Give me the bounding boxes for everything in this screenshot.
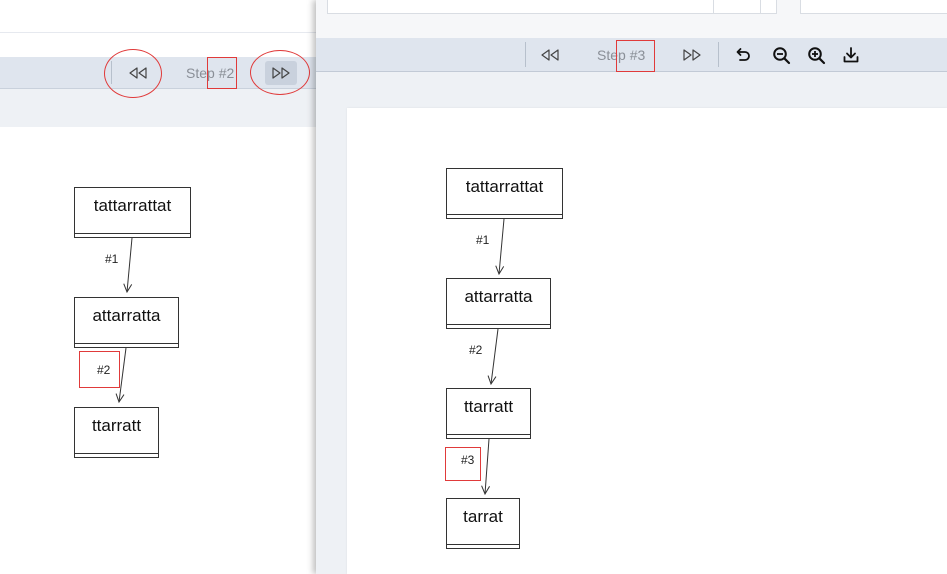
edge-label: #2 (469, 343, 483, 357)
edge-label: #2 (97, 363, 111, 377)
node-label: tarrat (463, 507, 503, 526)
node-divider (447, 434, 530, 435)
graph-node[interactable]: ttarratt (74, 407, 159, 458)
edge-label: #1 (476, 233, 490, 247)
node-divider (447, 214, 562, 215)
node-label: ttarratt (91, 416, 142, 435)
right-toolbar: Step #3 (316, 38, 947, 72)
right-step-forward-button[interactable] (678, 43, 706, 67)
node-label: tattarrattat (93, 196, 172, 215)
top-panel-box (800, 0, 947, 14)
step-forward-icon (682, 49, 702, 61)
zoom-out-icon (772, 46, 791, 65)
node-divider (447, 324, 550, 325)
graph-node[interactable]: tattarrattat (74, 187, 191, 238)
node-label: attarratta (92, 306, 161, 325)
graph-node[interactable]: ttarratt (446, 388, 531, 439)
download-button[interactable] (838, 43, 864, 67)
node-divider (75, 233, 190, 234)
undo-icon (734, 46, 752, 64)
edge-label: #3 (461, 453, 475, 467)
zoom-out-button[interactable] (768, 43, 794, 67)
toolbar-separator (111, 61, 112, 84)
step-forward-icon (271, 67, 291, 79)
edge-label: #1 (105, 252, 119, 266)
node-divider (75, 343, 178, 344)
node-divider (447, 544, 519, 545)
left-top-strip (0, 0, 316, 33)
node-label: tattarrattat (465, 177, 544, 196)
right-step-back-button[interactable] (536, 43, 564, 67)
right-top-bar (316, 0, 947, 39)
node-divider (75, 453, 158, 454)
step-back-icon (128, 67, 148, 79)
right-window: Step #3 (316, 0, 947, 574)
toolbar-separator (525, 42, 526, 67)
right-step-label: Step #3 (597, 47, 646, 63)
left-window: Step #2 tattarrattat #1 attarratta #2 tt… (0, 0, 316, 574)
graph-node[interactable]: tattarrattat (446, 168, 563, 219)
graph-node[interactable]: attarratta (74, 297, 179, 348)
left-subbar (0, 89, 316, 127)
undo-button[interactable] (730, 43, 756, 67)
top-panel-box (713, 0, 762, 14)
download-icon (842, 46, 860, 64)
top-panel-box (327, 0, 715, 14)
step-back-icon (540, 49, 560, 61)
left-toolbar: Step #2 (0, 57, 316, 89)
graph-node[interactable]: tarrat (446, 498, 520, 549)
zoom-in-button[interactable] (803, 43, 829, 67)
left-step-forward-button[interactable] (265, 61, 297, 85)
node-label: attarratta (464, 287, 533, 306)
right-graph-canvas (347, 108, 947, 574)
left-step-label: Step #2 (186, 65, 235, 81)
top-panel-box (760, 0, 777, 14)
node-label: ttarratt (463, 397, 514, 416)
left-step-back-button[interactable] (124, 61, 152, 85)
zoom-in-icon (807, 46, 826, 65)
graph-node[interactable]: attarratta (446, 278, 551, 329)
toolbar-separator (718, 42, 719, 67)
